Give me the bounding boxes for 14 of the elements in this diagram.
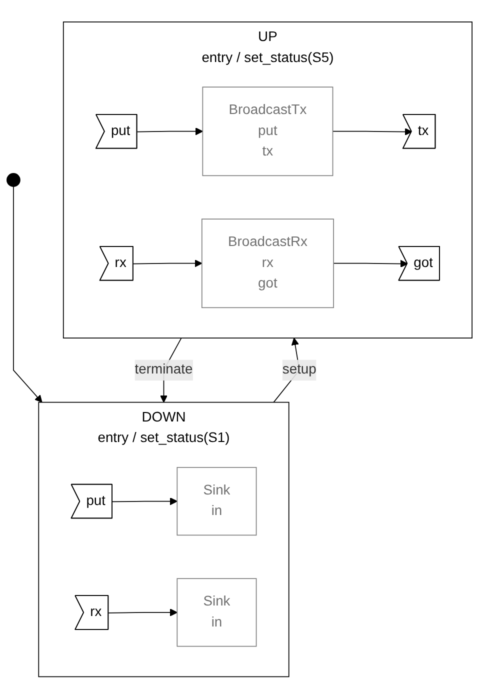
arrow bbox=[108, 608, 178, 616]
arrow bbox=[13, 186, 42, 403]
node-box: BroadcastTx put tx bbox=[202, 86, 334, 176]
node-circle bbox=[6, 173, 20, 188]
arrow bbox=[332, 128, 412, 136]
node-box: Sink in bbox=[176, 578, 257, 647]
node-box: BroadcastRx rx got bbox=[201, 218, 334, 308]
edge-label: setup bbox=[282, 362, 316, 378]
arrow bbox=[112, 498, 178, 506]
node-box: Sink in bbox=[176, 467, 257, 536]
edge-label: terminate bbox=[134, 362, 193, 378]
arrow bbox=[132, 260, 202, 268]
arrow bbox=[136, 128, 204, 136]
arrow bbox=[333, 260, 408, 268]
